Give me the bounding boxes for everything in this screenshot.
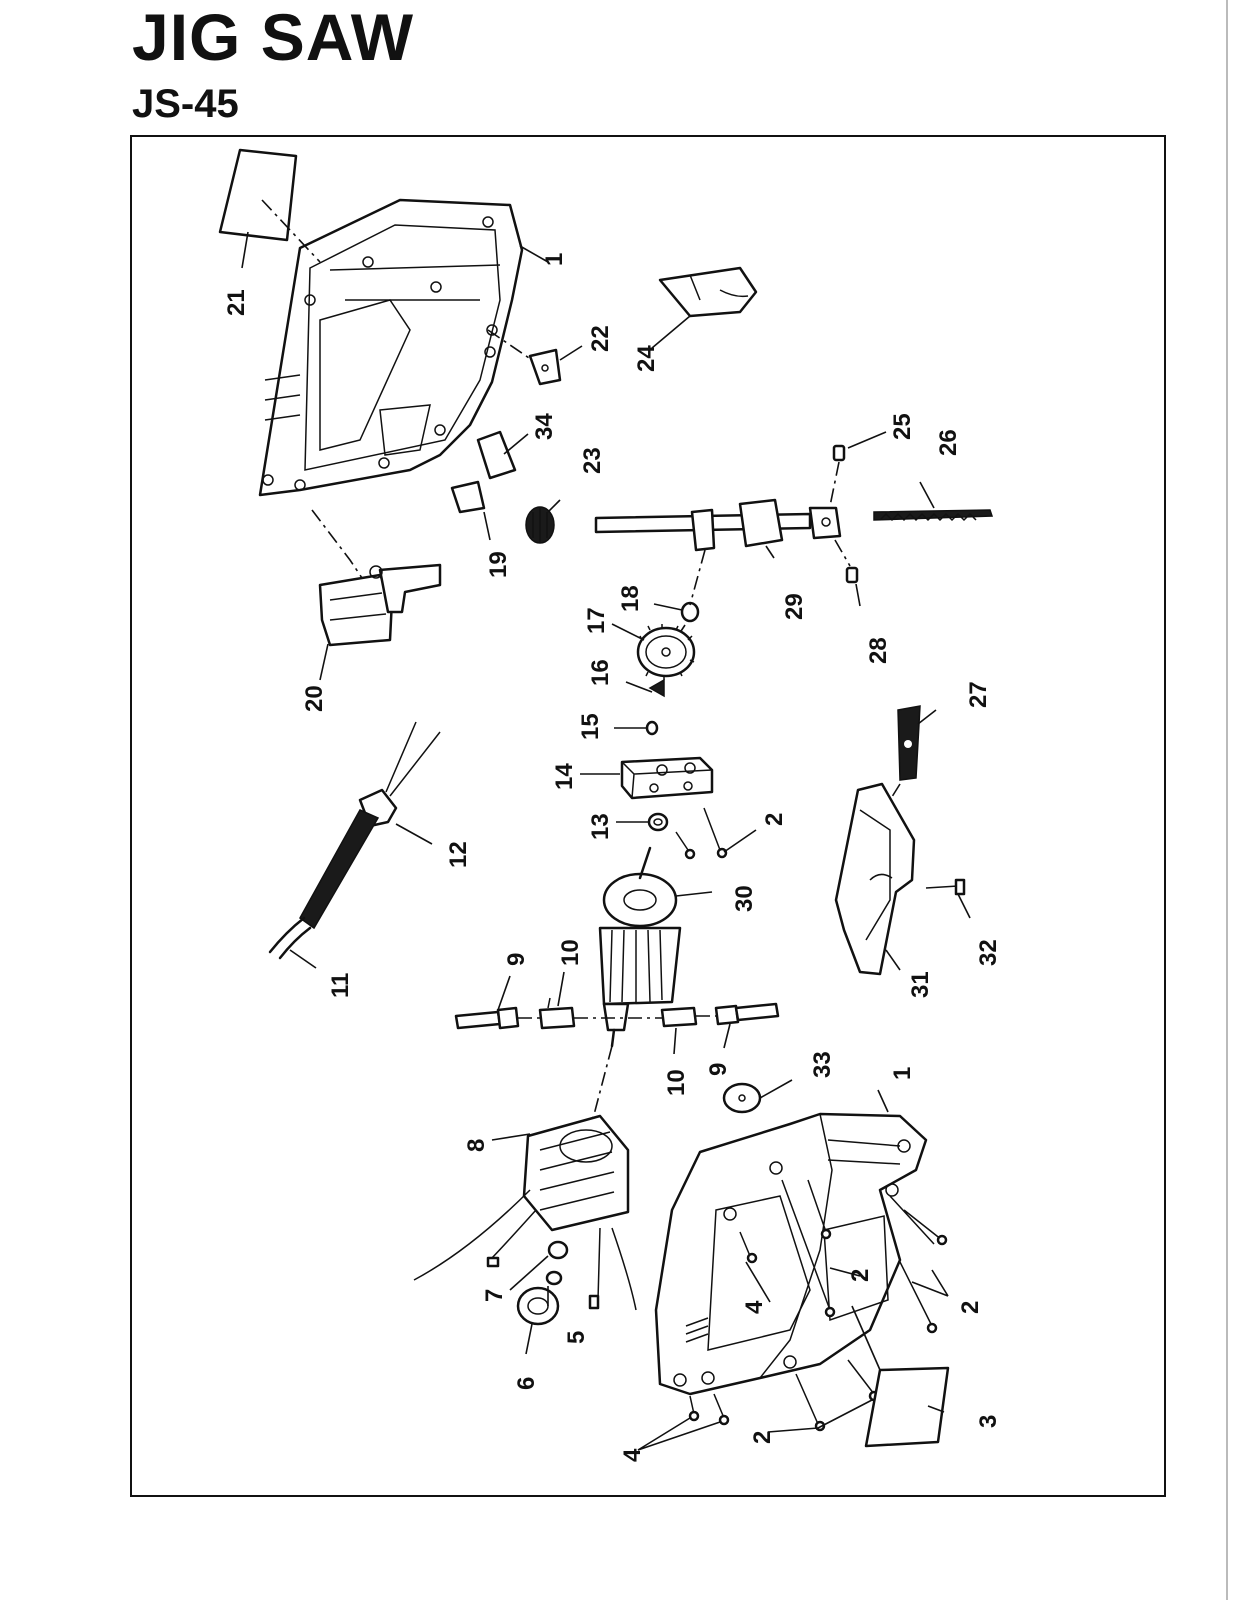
page-title: JIG SAW xyxy=(132,0,415,74)
leader-28 xyxy=(834,539,851,567)
part-6-bearing-holder xyxy=(516,1286,560,1326)
part-7-bearing xyxy=(547,1240,569,1260)
label-23: 23 xyxy=(579,447,606,474)
label-2-center: 2 xyxy=(847,1269,874,1282)
label-5: 5 xyxy=(563,1331,590,1344)
label-1-top: 1 xyxy=(541,253,568,266)
part-23-pinion xyxy=(525,506,555,544)
part-26-saw-blade xyxy=(873,509,994,522)
part-25-set-screw xyxy=(832,444,846,462)
part-33-disc xyxy=(722,1082,762,1114)
leader-20 xyxy=(311,509,363,579)
part-24-blade-guard xyxy=(658,266,758,318)
part-32-screw xyxy=(925,878,966,896)
label-10-right: 10 xyxy=(663,1069,690,1096)
part-27-shoe-insert xyxy=(897,705,921,781)
part-13-washer xyxy=(647,812,669,832)
part-31-base-shoe xyxy=(834,782,916,976)
label-2-bottom: 2 xyxy=(749,1431,776,1444)
label-17: 17 xyxy=(583,607,610,634)
part-14-gear-block xyxy=(620,756,714,800)
label-33: 33 xyxy=(809,1051,836,1078)
label-31: 31 xyxy=(907,971,934,998)
leader-27 xyxy=(889,783,901,801)
part-19-clip xyxy=(450,480,486,514)
label-1-bottom: 1 xyxy=(889,1067,916,1080)
label-28: 28 xyxy=(865,637,892,664)
model-number: JS-45 xyxy=(132,82,239,126)
part-9-brush-left xyxy=(454,1006,520,1030)
part-16-washer xyxy=(648,678,665,698)
part-10-brush-holder-left xyxy=(538,997,576,1030)
label-9-left: 9 xyxy=(503,953,530,966)
part-1-housing-left xyxy=(258,198,524,497)
label-30: 30 xyxy=(731,885,758,912)
label-19: 19 xyxy=(485,551,512,578)
label-11: 11 xyxy=(327,973,354,998)
label-7: 7 xyxy=(481,1289,508,1302)
label-6: 6 xyxy=(513,1377,540,1390)
part-17-gear xyxy=(636,624,696,680)
part-8-field-coil xyxy=(413,1114,637,1311)
part-34-cover xyxy=(476,430,517,480)
part-22-clip xyxy=(528,348,562,386)
part-29-plunger-rod xyxy=(594,498,842,552)
part-3-label-plate xyxy=(864,1366,950,1448)
part-30-armature xyxy=(598,846,682,1048)
label-26: 26 xyxy=(935,429,962,456)
label-10-left: 10 xyxy=(557,939,584,966)
page-margin-line xyxy=(1226,0,1228,1600)
part-number-labels: 1 21 22 24 34 23 25 26 19 18 29 28 17 20… xyxy=(223,253,1002,1462)
label-4-center: 4 xyxy=(741,1300,768,1314)
label-22: 22 xyxy=(587,325,614,352)
label-18: 18 xyxy=(617,585,644,612)
label-24: 24 xyxy=(633,345,660,372)
label-27: 27 xyxy=(965,681,992,708)
label-20: 20 xyxy=(301,685,328,712)
label-21: 21 xyxy=(223,289,250,316)
part-12-strain-relief xyxy=(299,788,398,930)
label-14: 14 xyxy=(551,763,578,790)
part-11-power-cord xyxy=(268,721,441,960)
label-12: 12 xyxy=(445,841,472,868)
part-4-housing-screws xyxy=(688,1231,758,1426)
diagram-frame xyxy=(130,135,1166,1497)
part-9-brush-right xyxy=(714,1002,780,1026)
label-3: 3 xyxy=(975,1415,1002,1428)
label-16: 16 xyxy=(587,659,614,686)
part-2-screws-block xyxy=(675,807,728,860)
label-4-bottom: 4 xyxy=(619,1448,646,1462)
label-25: 25 xyxy=(889,413,916,440)
part-21-label-plate xyxy=(218,148,298,242)
centerline-brushes xyxy=(518,1015,716,1019)
part-28-set-screw xyxy=(845,566,859,584)
part-15-ring xyxy=(645,720,659,736)
label-2-mid: 2 xyxy=(761,813,788,826)
label-13: 13 xyxy=(587,813,614,840)
label-34: 34 xyxy=(531,413,558,440)
leader-22 xyxy=(487,329,533,361)
part-1-housing-right xyxy=(654,1112,928,1396)
part-18-bushing xyxy=(680,601,700,623)
part-5-washer xyxy=(545,1270,563,1286)
label-29: 29 xyxy=(781,593,808,620)
label-32: 32 xyxy=(975,939,1002,966)
part-20-switch xyxy=(318,563,442,647)
label-8: 8 xyxy=(463,1139,490,1152)
label-2-right: 2 xyxy=(957,1301,984,1314)
leader-3-line xyxy=(851,1305,881,1371)
label-9-right: 9 xyxy=(705,1063,732,1076)
label-15: 15 xyxy=(577,713,604,740)
part-10-brush-holder-right xyxy=(660,1006,698,1028)
leader-25 xyxy=(829,461,840,507)
leader-lines xyxy=(241,231,971,1451)
